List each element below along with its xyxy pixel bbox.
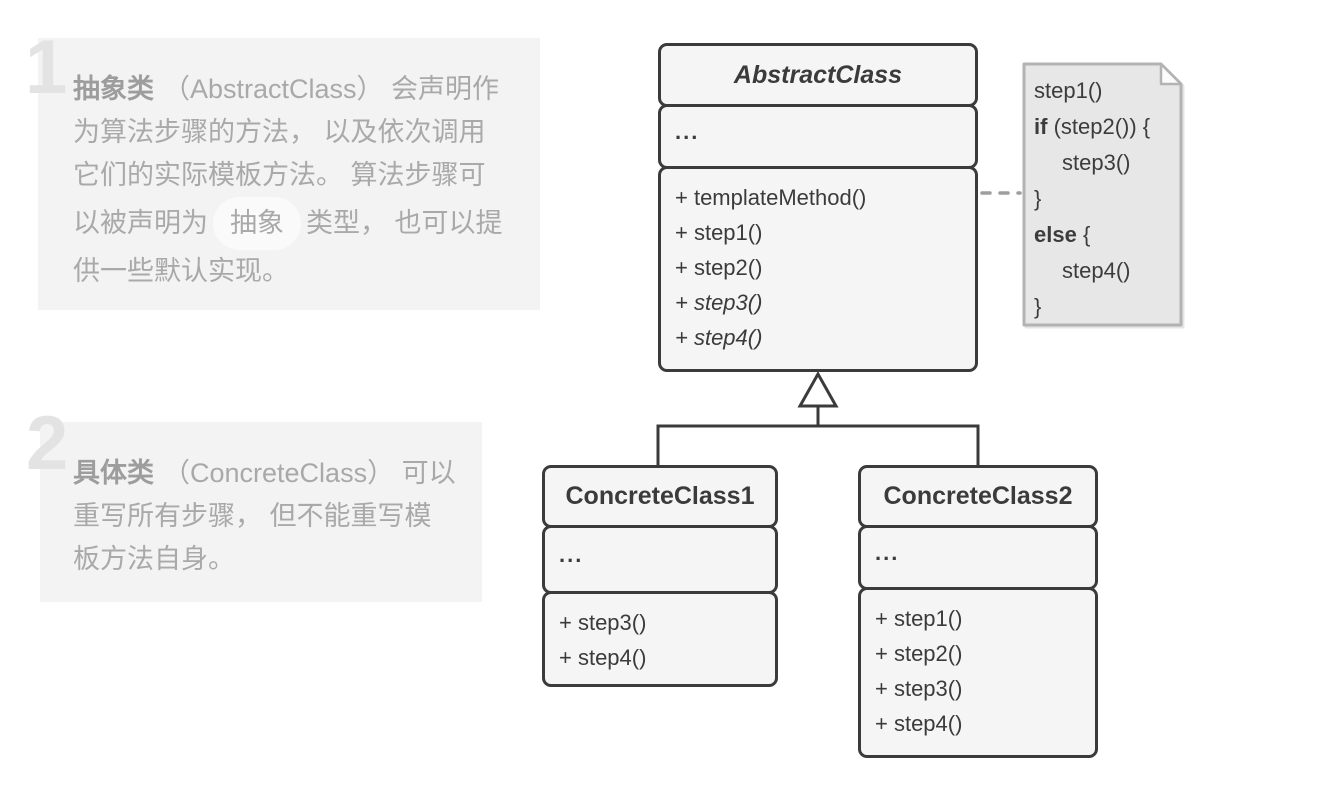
class-fields: ... <box>542 525 778 594</box>
note-code-line: else { <box>1034 222 1091 247</box>
method-item: + step3() <box>875 676 963 701</box>
class-title: AbstractClass <box>658 43 978 107</box>
term-pill-abstract[interactable]: 抽象 <box>213 197 301 250</box>
annotation-number-2: 2 <box>26 401 69 486</box>
note-code-line: step4() <box>1062 258 1131 283</box>
annotation-line: 抽象类（AbstractClass） 会声明作 <box>73 74 500 104</box>
uml-note: step1() if (step2()) { step3() } else { … <box>1022 62 1183 327</box>
method-item: + step4() <box>875 711 963 736</box>
class-methods: + step1() + step2() + step3() + step4() <box>858 587 1098 758</box>
note-code-line: } <box>1034 294 1042 319</box>
inheritance-line <box>656 424 980 466</box>
class-fields: ... <box>858 525 1098 590</box>
method-item: + step1() <box>875 606 963 631</box>
class-methods: + step3() + step4() <box>542 591 778 687</box>
annotation-text-1: 抽象类（AbstractClass） 会声明作 为算法步骤的方法， 以及依次调用… <box>73 68 503 293</box>
annotation-line: 它们的实际模板方法。 算法步骤可 <box>73 160 486 190</box>
annotation-line: 为算法步骤的方法， 以及依次调用 <box>73 117 486 147</box>
method-item: + step3() <box>559 610 647 635</box>
note-body <box>1022 62 1183 327</box>
annotation-line: 重写所有步骤， 但不能重写模 <box>73 501 432 531</box>
method-item: + step2() <box>675 255 763 280</box>
annotation-line: 具体类（ConcreteClass） 可以 <box>73 458 456 488</box>
class-box-abstractclass: AbstractClass ... + templateMethod() + s… <box>658 43 978 372</box>
annotation-term: 具体类 <box>73 458 154 488</box>
method-item: + step4() <box>675 325 763 350</box>
annotation-panel-2: 2 具体类（ConcreteClass） 可以 重写所有步骤， 但不能重写模 板… <box>26 406 482 602</box>
note-code: step1() if (step2()) { step3() } else { … <box>1034 73 1150 325</box>
method-item: + templateMethod() <box>675 185 867 210</box>
note-code-line: step3() <box>1062 150 1131 175</box>
class-fields: ... <box>658 104 978 169</box>
annotation-panel-1: 1 抽象类（AbstractClass） 会声明作 为算法步骤的方法， 以及依次… <box>25 30 540 310</box>
note-code-line: step1() <box>1034 78 1103 103</box>
class-title: ConcreteClass2 <box>858 465 1098 528</box>
class-box-concreteclass1: ConcreteClass1 ... + step3() + step4() <box>542 465 778 687</box>
method-item: + step4() <box>559 645 647 670</box>
annotation-line: 以被声明为抽象类型， 也可以提 <box>73 197 503 250</box>
annotation-term: 抽象类 <box>73 74 154 104</box>
inheritance-triangle-icon <box>797 370 839 408</box>
method-item: + step1() <box>675 220 763 245</box>
class-box-concreteclass2: ConcreteClass2 ... + step1() + step2() +… <box>858 465 1098 758</box>
annotation-text-2: 具体类（ConcreteClass） 可以 重写所有步骤， 但不能重写模 板方法… <box>73 452 456 581</box>
class-methods: + templateMethod() + step1() + step2() +… <box>658 166 978 372</box>
annotation-number-1: 1 <box>25 25 68 110</box>
note-shape <box>1022 62 1183 327</box>
annotation-line: 板方法自身。 <box>73 544 235 574</box>
note-code-line: } <box>1034 186 1042 211</box>
method-item: + step3() <box>675 290 763 315</box>
note-code-line: if (step2()) { <box>1034 114 1151 139</box>
method-item: + step2() <box>875 641 963 666</box>
class-title: ConcreteClass1 <box>542 465 778 528</box>
annotation-line: 供一些默认实现。 <box>73 256 289 286</box>
note-fold-icon <box>1159 62 1183 86</box>
